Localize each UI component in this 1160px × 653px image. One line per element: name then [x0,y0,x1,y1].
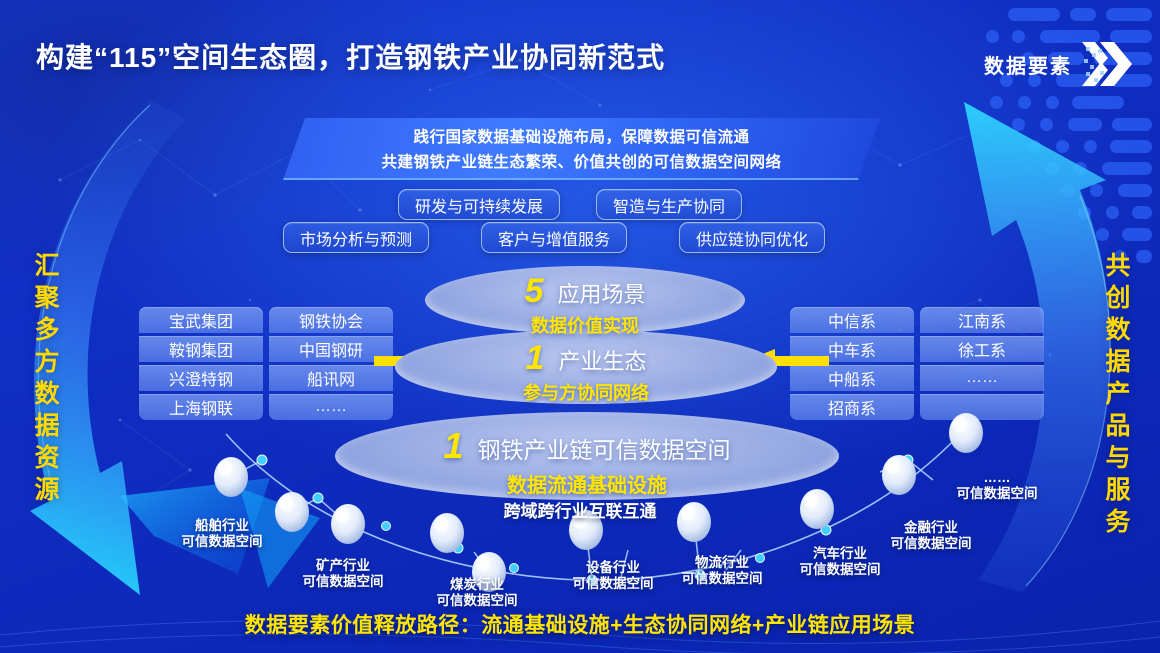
disc-industry-ecosystem[interactable]: 1 产业生态 参与方协同网络 [395,330,777,414]
scenario-pill-market[interactable]: 市场分析与预测 [283,222,430,253]
member-cell[interactable]: 宝武集团 [139,307,263,333]
node-label: 矿产行业可信数据空间 [303,558,384,591]
disc-application-scenarios[interactable]: 5 应用场景 数据价值实现 [425,266,745,344]
node-industry: 金融行业 [904,520,958,535]
disc-number: 1 [525,339,545,377]
node-suffix: 可信数据空间 [799,562,881,578]
node-suffix: 可信数据空间 [890,536,972,552]
right-side-label: 共创数据产品与服务 [1102,252,1130,540]
disc-subtitle: 数据流通基础设施 [507,474,667,497]
member-cell[interactable]: 中国钢研 [269,336,393,362]
disc-subtitle: 参与方协同网络 [523,383,649,403]
left-member-groups: 宝武集团 鞍钢集团 兴澄特钢 上海钢联 钢铁协会 中国钢研 船讯网 …… [139,307,393,420]
member-cell[interactable]: 鞍钢集团 [139,336,263,362]
scenario-pill-supplychain[interactable]: 供应链协同优化 [679,222,826,253]
node-suffix: 可信数据空间 [681,571,763,587]
node-label: 金融行业可信数据空间 [891,520,972,553]
interop-caption: 跨域跨行业互联互通 [503,502,657,521]
right-member-groups: 中信系 中车系 中船系 招商系 江南系 徐工系 …… [790,307,1044,420]
member-cell[interactable]: 上海钢联 [139,394,263,420]
member-cell[interactable]: …… [269,394,393,420]
member-cell[interactable]: 船讯网 [269,365,393,391]
disc-infrastructure[interactable]: 1 钢铁产业链可信数据空间 数据流通基础设施 [335,412,839,510]
disc-title: 钢铁产业链可信数据空间 [477,436,731,463]
disc-top-face [395,330,777,404]
node-industry: 矿产行业 [316,558,370,573]
disc-number: 1 [443,424,464,466]
page-title: 构建“115”空间生态圈，打造钢铁产业协同新范式 [36,42,666,73]
disc-number: 5 [524,272,544,310]
scenario-pill-row-2: 市场分析与预测 客户与增值服务 供应链协同优化 [283,222,826,253]
node-label: 汽车行业可信数据空间 [800,546,881,579]
node-industry: 设备行业 [586,560,640,575]
node-label: 物流行业可信数据空间 [682,555,763,588]
left-side-label: 汇聚多方数据资源 [31,252,59,508]
scenario-pill-row-1: 研发与可持续发展 智造与生产协同 [398,189,743,220]
scenario-pill-rnd[interactable]: 研发与可持续发展 [398,189,561,220]
mission-banner: 践行国家数据基础设施布局，保障数据可信流通 共建钢铁产业链生态繁荣、价值共创的可… [283,118,880,180]
scenario-pill-smart-mfg[interactable]: 智造与生产协同 [596,189,743,220]
node-industry: …… [983,470,1011,485]
trusted-data-space-network [214,413,983,592]
node-label: 煤炭行业可信数据空间 [437,577,518,610]
scenario-pill-customer[interactable]: 客户与增值服务 [481,222,628,253]
member-column-right-2: 江南系 徐工系 …… [920,307,1044,420]
disc-title: 应用场景 [557,282,646,307]
member-column-right-1: 中信系 中车系 中船系 招商系 [790,307,914,420]
disc-top-face [425,266,745,334]
member-cell[interactable]: 中车系 [790,336,914,362]
member-cell[interactable]: 中船系 [790,365,914,391]
member-cell[interactable]: …… [920,365,1044,391]
member-column-left-1: 宝武集团 鞍钢集团 兴澄特钢 上海钢联 [139,307,263,420]
member-cell[interactable]: 徐工系 [920,336,1044,362]
node-label: ……可信数据空间 [957,470,1038,503]
disc-top-face [335,412,839,500]
node-industry: 物流行业 [695,555,749,570]
value-path-banner: 数据要素价值释放路径：流通基础设施+生态协同网络+产业链应用场景 [244,614,916,637]
node-suffix: 可信数据空间 [302,574,384,590]
brand-logo: 数据要素 [984,38,1134,90]
mission-banner-line1: 践行国家数据基础设施布局，保障数据可信流通 [413,128,750,146]
member-column-left-2: 钢铁协会 中国钢研 船讯网 …… [269,307,393,420]
disc-subtitle: 数据价值实现 [531,316,639,336]
member-cell[interactable]: 兴澄特钢 [139,365,263,391]
member-cell[interactable] [920,394,1044,420]
logo-text: 数据要素 [984,55,1072,78]
node-label: 船舶行业可信数据空间 [182,518,263,551]
member-cell[interactable]: 江南系 [920,307,1044,333]
node-industry: 船舶行业 [195,518,249,533]
disc-title: 产业生态 [558,349,647,374]
member-cell[interactable]: 钢铁协会 [269,307,393,333]
mission-banner-line2: 共建钢铁产业链生态繁荣、价值共创的可信数据空间网络 [381,153,782,171]
node-label: 设备行业可信数据空间 [573,560,654,593]
node-suffix: 可信数据空间 [436,593,518,609]
x-mark-icon [1082,42,1132,86]
node-suffix: 可信数据空间 [956,486,1038,502]
node-suffix: 可信数据空间 [181,534,263,550]
member-cell[interactable]: 招商系 [790,394,914,420]
node-suffix: 可信数据空间 [572,576,654,592]
member-cell[interactable]: 中信系 [790,307,914,333]
node-industry: 汽车行业 [813,546,867,561]
node-industry: 煤炭行业 [450,577,504,592]
